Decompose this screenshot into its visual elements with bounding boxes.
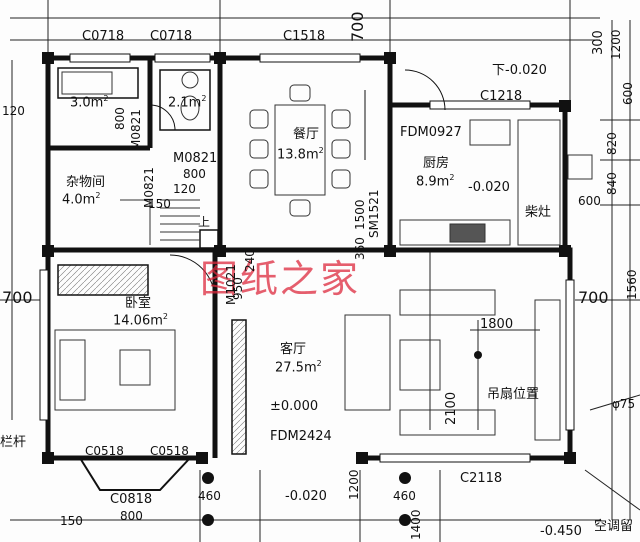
door-m0821a: M0821: [173, 151, 218, 166]
window-c0718b: C0718: [150, 29, 193, 44]
dim-120: 120: [173, 182, 196, 196]
level-bottom-mid: -0.020: [285, 489, 327, 504]
kitchen-area: 8.9m2: [416, 173, 455, 190]
phi-label: φ75: [612, 397, 636, 411]
dining-area: 13.8m2: [277, 146, 324, 163]
stove-label: 柴灶: [525, 205, 552, 220]
dim-1400: 1400: [409, 509, 423, 540]
dim-1560: 1560: [625, 269, 639, 300]
dim-1500: 1500: [353, 199, 367, 230]
dim-800c: 800: [120, 509, 143, 523]
storage-name: 杂物间: [66, 175, 106, 190]
ac-label: 空调留: [594, 519, 634, 534]
door-fdm2424: FDM2424: [270, 429, 332, 444]
door-fdm0927: FDM0927: [400, 125, 462, 140]
level-bottom-right: -0.450: [540, 524, 582, 539]
dim-950: 950: [231, 277, 245, 300]
dim-150: 150: [148, 197, 171, 211]
dim-800b: 800: [113, 107, 127, 130]
dim-360: 360: [353, 237, 367, 260]
window-c0518b: C0518: [150, 444, 189, 458]
stair-up-label: 上: [198, 215, 211, 229]
bed: [54, 329, 176, 411]
window-c1518: C1518: [283, 29, 326, 44]
dim-2100: 2100: [444, 391, 459, 425]
door-m0821b: M0821: [129, 109, 143, 150]
window-c0718a: C0718: [82, 29, 125, 44]
living-area: 27.5m2: [275, 359, 322, 376]
living-level: ±0.000: [270, 399, 319, 414]
dim-700-right: 700: [578, 288, 609, 307]
window-c2118: C2118: [460, 471, 503, 486]
bay-window: [79, 457, 191, 491]
level-top-right: 下-0.020: [492, 63, 547, 78]
dim-240: 240: [243, 249, 257, 272]
window-c0518a: C0518: [85, 444, 124, 458]
window-c0818: C0818: [110, 492, 153, 507]
bath-fixtures: [61, 71, 200, 121]
kitchen-name: 厨房: [423, 156, 450, 171]
dim-820: 820: [605, 132, 619, 155]
bedroom-area: 14.06m2: [113, 312, 168, 329]
dim-120-left: 120: [2, 104, 25, 118]
kitchen-fixtures: [399, 119, 593, 246]
door-sm1521: SM1521: [367, 189, 381, 238]
dim-150b: 150: [60, 514, 83, 528]
dining-name: 餐厅: [293, 127, 320, 142]
watermark: 图纸之家: [200, 257, 361, 301]
dim-800: 800: [183, 167, 206, 181]
fan-label: 吊扇位置: [487, 387, 540, 402]
dim-600: 600: [578, 194, 601, 208]
fan-marker: [474, 351, 482, 359]
dim-1200b: 1200: [609, 29, 623, 60]
dim-1200: 1200: [347, 469, 361, 500]
columns: [42, 52, 576, 526]
stairs: [120, 199, 200, 245]
bath1-area: 3.0m2: [70, 94, 109, 111]
door-swings: [149, 69, 446, 301]
dim-300: 300: [591, 30, 606, 55]
dining-table: [249, 84, 351, 217]
storage-area: 4.0m2: [62, 191, 101, 208]
windows: [39, 53, 575, 463]
bedroom-name: 卧室: [125, 296, 152, 311]
dim-840: 840: [605, 172, 619, 195]
dim-1800: 1800: [480, 317, 514, 332]
dim-600b: 600: [621, 82, 635, 105]
dim-460b: 460: [393, 489, 416, 503]
sofa-set: [344, 289, 561, 441]
dim-460a: 460: [198, 489, 221, 503]
window-c1218: C1218: [480, 89, 523, 104]
bath2-area: 2.1m2: [168, 94, 207, 111]
dim-700-top: 700: [348, 11, 367, 42]
living-name: 客厅: [280, 342, 307, 357]
railing-label: 栏杆: [0, 435, 27, 450]
kitchen-level: -0.020: [468, 180, 510, 195]
dim-700-left: 700: [2, 288, 33, 307]
